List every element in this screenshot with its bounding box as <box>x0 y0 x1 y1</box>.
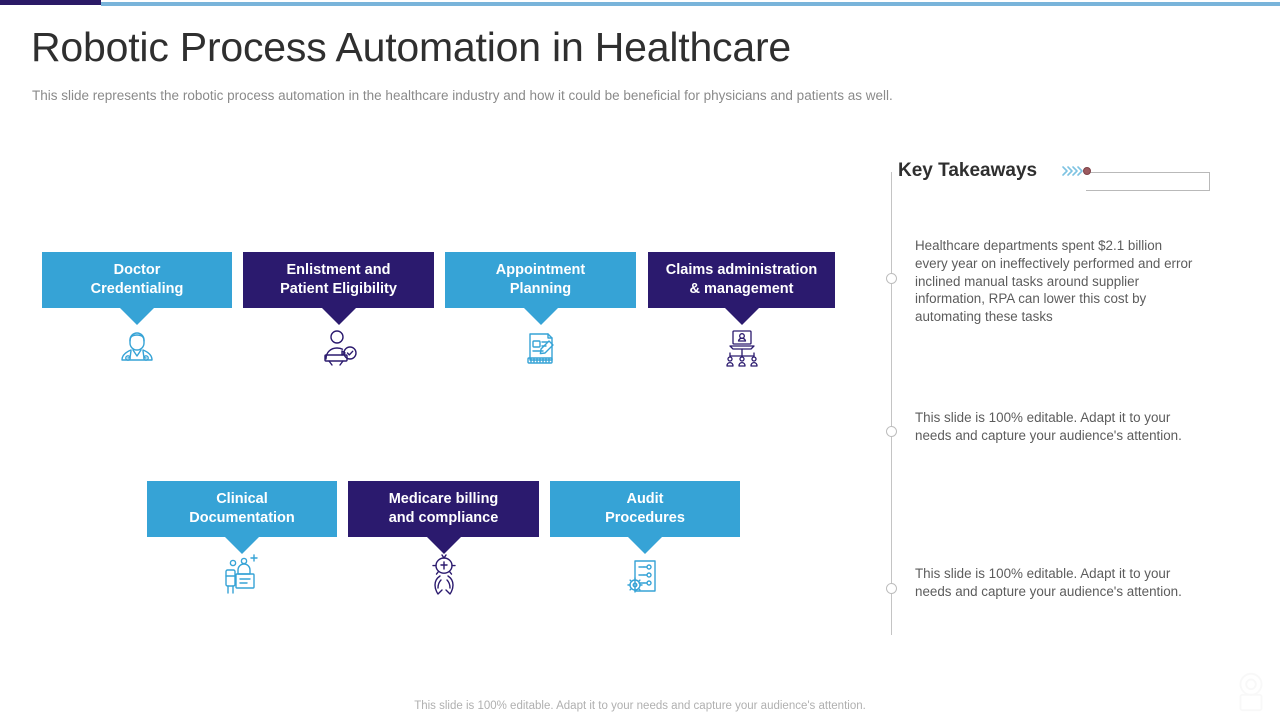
process-box-enlistment-patient-eligibility[interactable]: Enlistment and Patient Eligibility <box>243 252 434 308</box>
process-box-tail <box>628 537 662 554</box>
key-takeaway-item-2: This slide is 100% editable. Adapt it to… <box>915 410 1182 443</box>
topbar-accent-blue <box>101 2 1280 6</box>
process-box-claims-administration[interactable]: Claims administration & management <box>648 252 835 308</box>
watermark-logo-icon <box>1228 668 1274 714</box>
timeline-node[interactable] <box>886 583 897 594</box>
process-box-tail <box>427 537 461 554</box>
process-box-label: Clinical Documentation <box>189 491 295 526</box>
footer-note: This slide is 100% editable. Adapt it to… <box>414 700 866 712</box>
topbar-accent-navy <box>0 0 101 5</box>
process-box-label: Doctor Credentialing <box>90 262 184 297</box>
process-box-label: Appointment Planning <box>495 262 586 297</box>
process-box-label: Claims administration & management <box>665 262 818 297</box>
key-takeaway-item-1: Healthcare departments spent $2.1 billio… <box>915 238 1193 325</box>
page-title: Robotic Process Automation in Healthcare <box>31 24 792 70</box>
process-box-label: Medicare billing and compliance <box>388 491 499 526</box>
process-box-tail <box>322 308 356 325</box>
key-takeaways-heading: Key Takeaways <box>898 160 1038 181</box>
process-box-audit-procedures[interactable]: Audit Procedures <box>550 481 740 537</box>
page-subtitle: This slide represents the robotic proces… <box>32 88 893 103</box>
process-box-tail <box>524 308 558 325</box>
appointment-document-icon <box>517 323 565 371</box>
process-box-tail <box>725 308 759 325</box>
process-box-doctor-credentialing[interactable]: Doctor Credentialing <box>42 252 232 308</box>
process-box-label: Enlistment and Patient Eligibility <box>280 262 397 297</box>
audit-checklist-icon <box>621 552 669 600</box>
process-box-medicare-billing-compliance[interactable]: Medicare billing and compliance <box>348 481 539 537</box>
timeline-line <box>891 172 892 635</box>
process-box-tail <box>120 308 154 325</box>
claims-network-icon <box>718 323 766 371</box>
process-box-label: Audit Procedures <box>605 491 685 526</box>
process-box-tail <box>225 537 259 554</box>
doctor-stethoscope-icon <box>113 323 161 371</box>
bullet-dot-icon <box>1083 167 1091 175</box>
patient-eligibility-icon <box>315 323 363 371</box>
process-box-appointment-planning[interactable]: Appointment Planning <box>445 252 636 308</box>
key-takeaways-frame-mask <box>890 170 1086 193</box>
clinical-records-icon <box>218 552 266 600</box>
hands-care-icon <box>420 552 468 600</box>
timeline-node[interactable] <box>886 426 897 437</box>
chevrons-right-icon <box>1062 166 1083 176</box>
key-takeaway-item-3: This slide is 100% editable. Adapt it to… <box>915 566 1182 599</box>
timeline-node[interactable] <box>886 273 897 284</box>
process-box-clinical-documentation[interactable]: Clinical Documentation <box>147 481 337 537</box>
